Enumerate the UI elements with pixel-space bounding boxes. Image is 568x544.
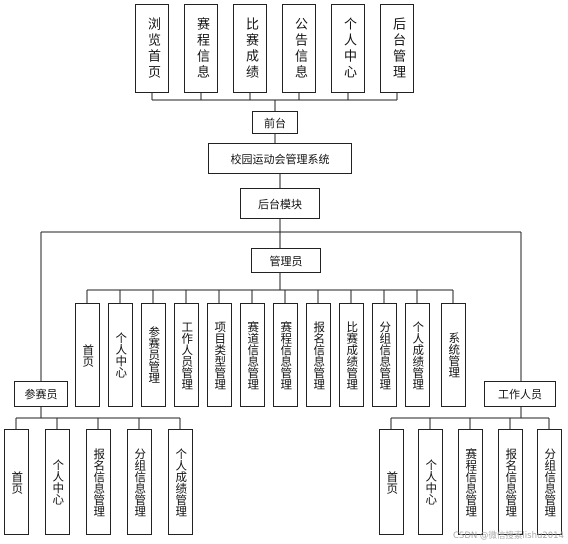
admin-item-track-info-mgmt: 赛道信息管理	[240, 303, 265, 407]
admin-item-participant-mgmt: 参赛员管理	[141, 303, 166, 407]
admin-item-event-type-mgmt: 项目类型管理	[207, 303, 232, 407]
frontend-item-backend-admin: 后台管理	[380, 4, 414, 93]
participant-item-registration-mgmt: 报名信息管理	[86, 429, 111, 535]
admin-item-personal-center: 个人中心	[108, 303, 133, 407]
participant-item-group-info-mgmt: 分组信息管理	[127, 429, 152, 535]
staff-item-registration-mgmt: 报名信息管理	[498, 429, 523, 535]
staff-role-node: 工作人员	[484, 381, 556, 407]
watermark: CSDN @微信搜索lishu2014	[453, 531, 564, 541]
admin-role-node: 管理员	[251, 248, 321, 273]
backend-module-node: 后台模块	[240, 188, 320, 219]
staff-item-group-info-mgmt: 分组信息管理	[537, 429, 562, 535]
admin-item-match-results-mgmt: 比赛成绩管理	[339, 303, 364, 407]
system-title-node: 校园运动会管理系统	[208, 143, 352, 174]
participant-item-personal-score-mgmt: 个人成绩管理	[168, 429, 193, 535]
admin-item-registration-mgmt: 报名信息管理	[306, 303, 331, 407]
admin-item-group-info-mgmt: 分组信息管理	[372, 303, 397, 407]
frontend-item-browse-home: 浏览首页	[135, 4, 169, 93]
staff-item-schedule-mgmt: 赛程信息管理	[458, 429, 483, 535]
participant-item-home: 首页	[4, 429, 29, 535]
frontend-item-match-results: 比赛成绩	[233, 4, 267, 93]
admin-item-personal-score-mgmt: 个人成绩管理	[405, 303, 430, 407]
admin-item-schedule-mgmt: 赛程信息管理	[273, 303, 298, 407]
staff-item-personal-center: 个人中心	[418, 429, 443, 535]
admin-item-staff-mgmt: 工作人员管理	[174, 303, 199, 407]
frontend-item-schedule-info: 赛程信息	[184, 4, 218, 93]
admin-item-home: 首页	[75, 303, 100, 407]
frontend-item-announcements: 公告信息	[282, 4, 316, 93]
participant-item-personal-center: 个人中心	[45, 429, 70, 535]
frontend-item-personal-center: 个人中心	[331, 4, 365, 93]
staff-item-home: 首页	[379, 429, 404, 535]
frontend-node: 前台	[252, 111, 298, 134]
admin-item-system-mgmt: 系统管理	[441, 303, 466, 407]
participant-role-node: 参赛员	[14, 381, 68, 407]
